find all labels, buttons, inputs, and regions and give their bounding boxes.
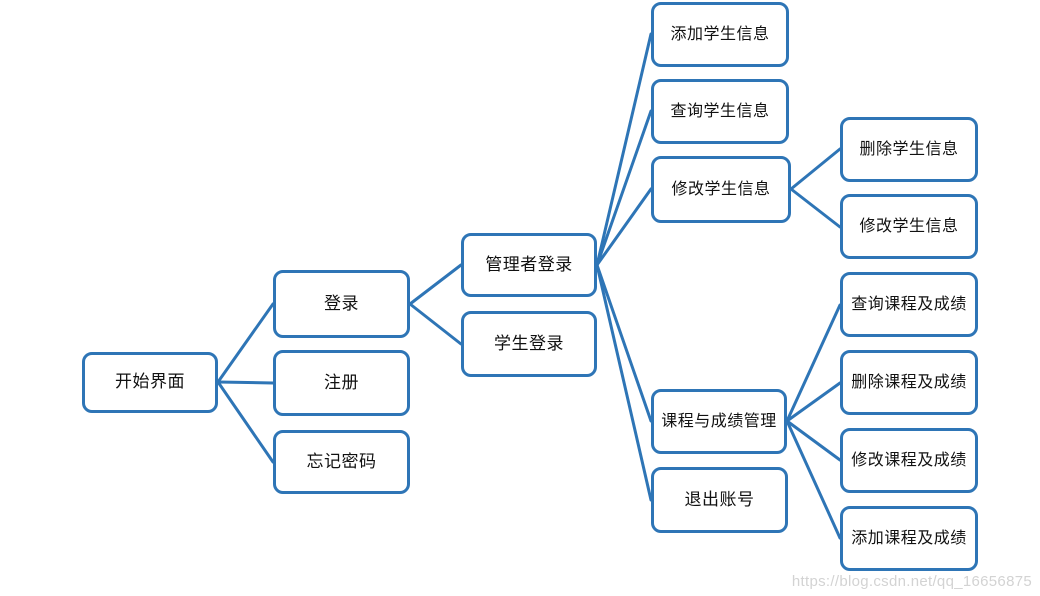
node-label-register: 注册 (324, 372, 359, 392)
node-label-start: 开始界面 (115, 372, 185, 392)
connector-admin-login-to-course-score-mgmt (595, 263, 653, 423)
node-start[interactable]: 开始界面 (82, 352, 218, 413)
node-label-query-student: 查询学生信息 (670, 102, 770, 120)
node-label-logout: 退出账号 (684, 489, 755, 509)
node-label-admin-login: 管理者登录 (485, 254, 573, 274)
connector-start-to-register (216, 380, 275, 385)
connector-start-to-forgot-password (216, 380, 275, 464)
connector-modify-student-to-delete-student (789, 147, 842, 191)
connector-admin-login-to-modify-student (595, 187, 653, 267)
connector-course-score-mgmt-to-query-course (785, 303, 842, 423)
node-delete-student[interactable]: 删除学生信息 (840, 117, 978, 182)
node-label-forgot-password: 忘记密码 (306, 451, 377, 471)
connector-admin-login-to-query-student (595, 109, 653, 267)
node-logout[interactable]: 退出账号 (651, 467, 788, 533)
connector-course-score-mgmt-to-add-course (785, 419, 842, 540)
node-login[interactable]: 登录 (273, 270, 410, 338)
node-label-add-course: 添加课程及成绩 (851, 529, 967, 547)
watermark-url: https://blog.csdn.net/qq_16656875 (791, 573, 1032, 590)
node-label-add-student: 添加学生信息 (670, 25, 770, 43)
node-delete-course[interactable]: 删除课程及成绩 (840, 350, 978, 415)
node-label-student-login: 学生登录 (494, 333, 564, 353)
node-admin-login[interactable]: 管理者登录 (461, 233, 597, 297)
node-modify-student[interactable]: 修改学生信息 (651, 156, 791, 223)
node-label-modify-course: 修改课程及成绩 (851, 451, 967, 469)
connector-login-to-admin-login (408, 263, 463, 306)
node-label-modify-student: 修改学生信息 (671, 180, 771, 198)
connector-admin-login-to-logout (595, 263, 653, 502)
connector-course-score-mgmt-to-modify-course (785, 419, 842, 462)
node-add-course[interactable]: 添加课程及成绩 (840, 506, 978, 571)
node-label-course-score-mgmt: 课程与成绩管理 (661, 412, 777, 430)
node-label-modify-student-2: 修改学生信息 (859, 217, 959, 235)
node-forgot-password[interactable]: 忘记密码 (273, 430, 410, 494)
node-label-delete-student: 删除学生信息 (859, 140, 959, 158)
node-label-login: 登录 (324, 293, 359, 313)
node-query-course[interactable]: 查询课程及成绩 (840, 272, 978, 337)
connector-modify-student-to-modify-student-2 (789, 187, 842, 229)
node-modify-course[interactable]: 修改课程及成绩 (840, 428, 978, 493)
connector-login-to-student-login (408, 302, 463, 346)
node-add-student[interactable]: 添加学生信息 (651, 2, 789, 67)
node-label-query-course: 查询课程及成绩 (851, 295, 967, 313)
node-query-student[interactable]: 查询学生信息 (651, 79, 789, 144)
node-course-score-mgmt[interactable]: 课程与成绩管理 (651, 389, 787, 454)
node-label-delete-course: 删除课程及成绩 (851, 373, 967, 391)
node-modify-student-2[interactable]: 修改学生信息 (840, 194, 978, 259)
cropped-top-text (330, 0, 510, 3)
node-register[interactable]: 注册 (273, 350, 410, 416)
connector-start-to-login (216, 302, 275, 384)
connector-course-score-mgmt-to-delete-course (785, 381, 842, 423)
node-student-login[interactable]: 学生登录 (461, 311, 597, 377)
connector-admin-login-to-add-student (595, 32, 653, 267)
